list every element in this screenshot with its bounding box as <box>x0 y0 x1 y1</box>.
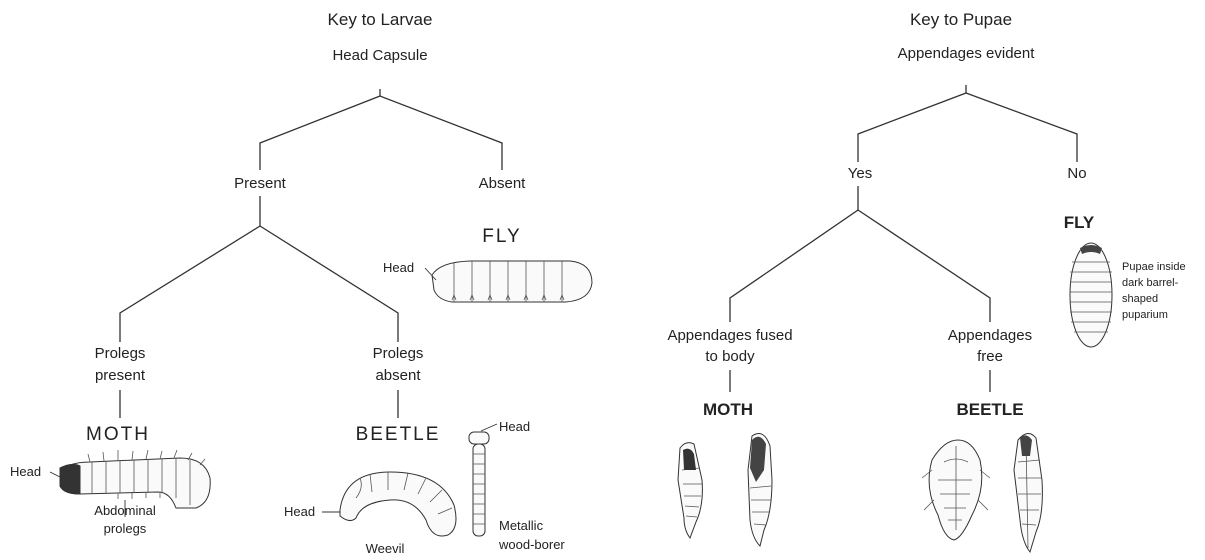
puparium-note-line4: puparium <box>1122 309 1168 321</box>
larva-fly-label: FLY <box>482 226 521 247</box>
no-node: No <box>1067 165 1086 182</box>
pupa-fly-label: FLY <box>1064 213 1095 232</box>
weevil-head-label: Head <box>284 504 315 519</box>
puparium-note-line3: shaped <box>1122 293 1158 305</box>
fused-node-line2: to body <box>705 348 755 365</box>
pupae-key: Key to Pupae Appendages evident Yes No F… <box>667 10 1185 552</box>
metallic-wood-borer-line2: wood-borer <box>498 537 565 552</box>
larvae-tree-edges <box>120 89 502 418</box>
larva-moth-label: MOTH <box>86 424 150 445</box>
moth-pupa-illustration-1 <box>678 443 702 538</box>
edge-root-absent <box>380 96 502 170</box>
puparium-note-line1: Pupae inside <box>1122 261 1186 273</box>
absent-node: Absent <box>479 175 527 192</box>
larva-beetle-label: BEETLE <box>356 424 441 445</box>
larvae-key: Key to Larvae Head Capsule Present Absen… <box>10 10 592 556</box>
pupa-moth-label: MOTH <box>703 400 753 419</box>
edge-yes-free <box>858 210 990 322</box>
beetle-pupa-illustration-1 <box>922 440 990 540</box>
wood-borer-head-label: Head <box>499 419 530 434</box>
moth-larva-head-label: Head <box>10 464 41 479</box>
free-node-line1: Appendages <box>948 327 1032 344</box>
larvae-title: Key to Larvae <box>328 10 433 29</box>
free-node-line2: free <box>977 348 1003 365</box>
pupae-root-node: Appendages evident <box>898 45 1036 62</box>
moth-pupa-illustration-2 <box>748 434 772 546</box>
fly-larva-illustration <box>425 261 592 302</box>
prolegs-absent-line2: absent <box>375 367 421 384</box>
edge-present-prolegs-absent <box>260 226 398 342</box>
pupae-tree-edges <box>730 85 1077 392</box>
prolegs-absent-line1: Prolegs <box>373 345 424 362</box>
wood-borer-larva-illustration <box>469 424 497 536</box>
yes-node: Yes <box>848 165 872 182</box>
pupa-beetle-label: BEETLE <box>956 400 1023 419</box>
fly-puparium-illustration <box>1070 243 1112 347</box>
edge-root-no <box>966 93 1077 162</box>
edge-root-present <box>260 89 380 170</box>
edge-yes-fused <box>730 186 858 322</box>
beetle-pupa-illustration-2 <box>1014 433 1042 552</box>
present-node: Present <box>234 175 287 192</box>
metallic-wood-borer-line1: Metallic <box>499 518 544 533</box>
edge-root-yes <box>858 85 966 162</box>
abdominal-prolegs-line1: Abdominal <box>94 503 156 518</box>
larvae-root-node: Head Capsule <box>332 47 427 64</box>
weevil-larva-illustration <box>322 472 456 536</box>
pupae-title: Key to Pupae <box>910 10 1012 29</box>
weevil-label: Weevil <box>366 541 405 556</box>
fused-node-line1: Appendages fused <box>667 327 792 344</box>
fly-larva-head-label: Head <box>383 260 414 275</box>
puparium-note-line2: dark barrel- <box>1122 277 1179 289</box>
edge-present-prolegs-present <box>120 196 260 342</box>
abdominal-prolegs-line2: prolegs <box>104 521 147 536</box>
prolegs-present-line1: Prolegs <box>95 345 146 362</box>
prolegs-present-line2: present <box>95 367 146 384</box>
